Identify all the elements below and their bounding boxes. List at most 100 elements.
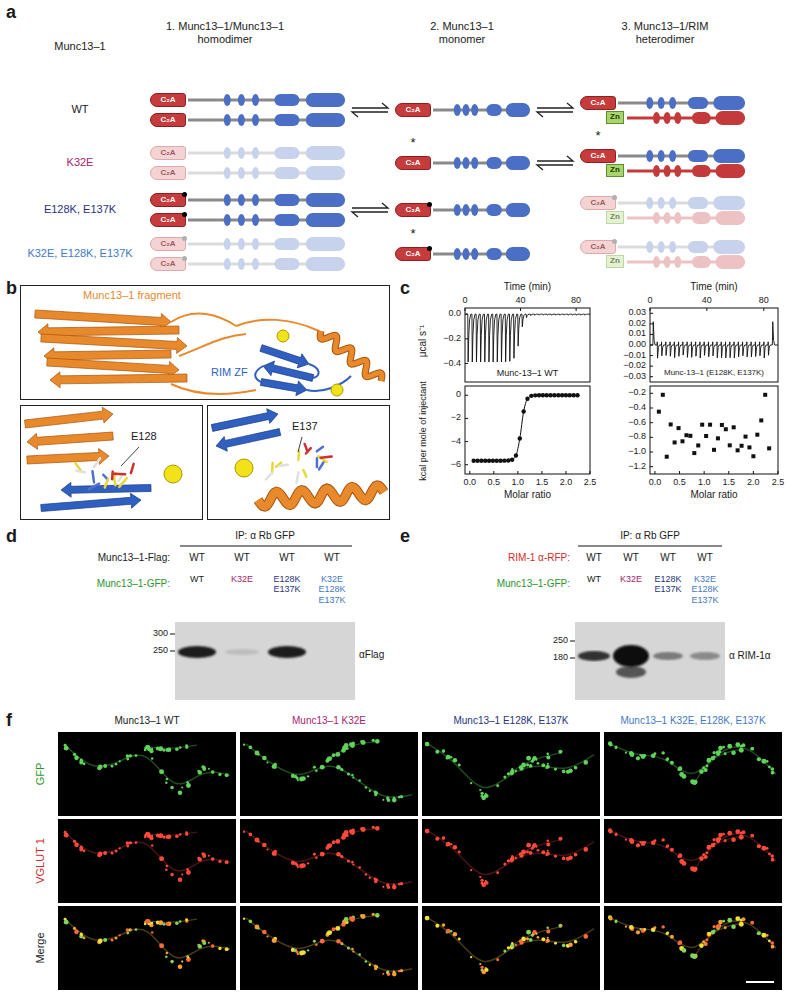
puncta — [629, 751, 633, 755]
puncta — [545, 767, 547, 769]
puncta — [392, 798, 397, 803]
puncta — [554, 855, 557, 858]
row-label: K32E — [67, 156, 94, 169]
data-point — [506, 458, 510, 462]
puncta — [375, 913, 380, 918]
blot-band — [613, 645, 649, 667]
c2a-domain: C₂A — [150, 166, 186, 180]
puncta — [739, 748, 744, 753]
puncta — [574, 766, 578, 770]
puncta — [336, 765, 341, 770]
axis-title: μcal s⁻¹ — [417, 325, 429, 358]
side-chain — [319, 462, 323, 469]
lane-label: K32E E128K E137K — [687, 574, 723, 605]
puncta — [609, 830, 613, 834]
micrograph — [58, 906, 236, 990]
puncta — [739, 922, 744, 927]
puncta — [126, 845, 129, 848]
puncta — [453, 758, 458, 763]
puncta — [712, 838, 715, 841]
small-domain — [471, 157, 478, 169]
puncta — [722, 920, 725, 923]
domain — [716, 164, 746, 178]
puncta — [111, 851, 114, 854]
puncta — [526, 930, 531, 935]
data-point — [552, 393, 556, 397]
puncta — [358, 779, 361, 782]
small-domain — [454, 204, 461, 216]
puncta — [766, 934, 769, 937]
lane-label: K32E E128K E137K — [310, 574, 354, 605]
puncta — [515, 857, 517, 859]
puncta — [400, 882, 403, 885]
puncta — [341, 856, 343, 858]
puncta — [496, 958, 499, 961]
domain — [306, 93, 345, 107]
small-domain — [669, 241, 676, 253]
domain — [713, 149, 745, 163]
puncta — [480, 879, 483, 882]
puncta — [653, 839, 656, 842]
tick-mark — [465, 464, 468, 465]
data-point — [529, 394, 533, 398]
tick-mark — [170, 651, 175, 652]
puncta — [771, 945, 775, 949]
puncta — [111, 764, 114, 767]
data-point — [556, 393, 560, 397]
puncta — [83, 850, 86, 853]
domain — [506, 156, 530, 170]
puncta — [352, 864, 354, 866]
puncta — [496, 871, 499, 874]
puncta — [332, 927, 336, 931]
puncta — [584, 847, 589, 852]
puncta — [374, 793, 377, 796]
data-point — [692, 451, 696, 455]
puncta — [704, 856, 706, 858]
small-domain — [674, 112, 681, 124]
data-point — [680, 439, 684, 443]
micrograph — [422, 732, 600, 816]
puncta — [179, 746, 182, 749]
leader-line — [121, 447, 139, 466]
tick-mark — [650, 308, 651, 311]
tick-label: −6 — [451, 459, 461, 469]
puncta — [146, 745, 151, 750]
data-point — [479, 458, 483, 462]
equilibrium-arrow — [352, 103, 388, 117]
data-point — [510, 458, 514, 462]
puncta — [73, 840, 76, 843]
puncta — [198, 857, 202, 861]
neurite — [693, 923, 743, 959]
tick-mark — [465, 363, 468, 364]
puncta — [639, 841, 641, 843]
puncta — [255, 751, 260, 756]
puncta — [670, 848, 674, 852]
neurite — [329, 741, 379, 759]
domain — [713, 196, 745, 210]
puncta — [301, 863, 306, 868]
puncta — [718, 833, 723, 838]
puncta — [151, 931, 153, 933]
puncta — [166, 865, 168, 867]
puncta — [225, 947, 229, 951]
puncta — [546, 753, 549, 756]
small-domain — [664, 112, 671, 124]
puncta — [629, 925, 633, 929]
puncta — [713, 842, 716, 845]
munc13-chain — [188, 237, 345, 251]
munc13-chain — [433, 247, 530, 261]
puncta — [547, 850, 549, 852]
puncta — [435, 924, 439, 928]
half-arrow — [352, 112, 388, 117]
domain — [274, 214, 299, 226]
lane-label: WT — [697, 552, 713, 564]
puncta — [768, 940, 771, 943]
domain — [506, 103, 530, 117]
column-title: Munc13–1 K32E, E128K, E137K — [620, 715, 765, 727]
small-domain — [252, 194, 259, 206]
puncta — [83, 763, 86, 766]
puncta — [503, 950, 506, 953]
mutation-asterisk: * — [410, 136, 415, 151]
puncta — [750, 747, 754, 751]
tick-label: 0.5 — [673, 477, 686, 487]
